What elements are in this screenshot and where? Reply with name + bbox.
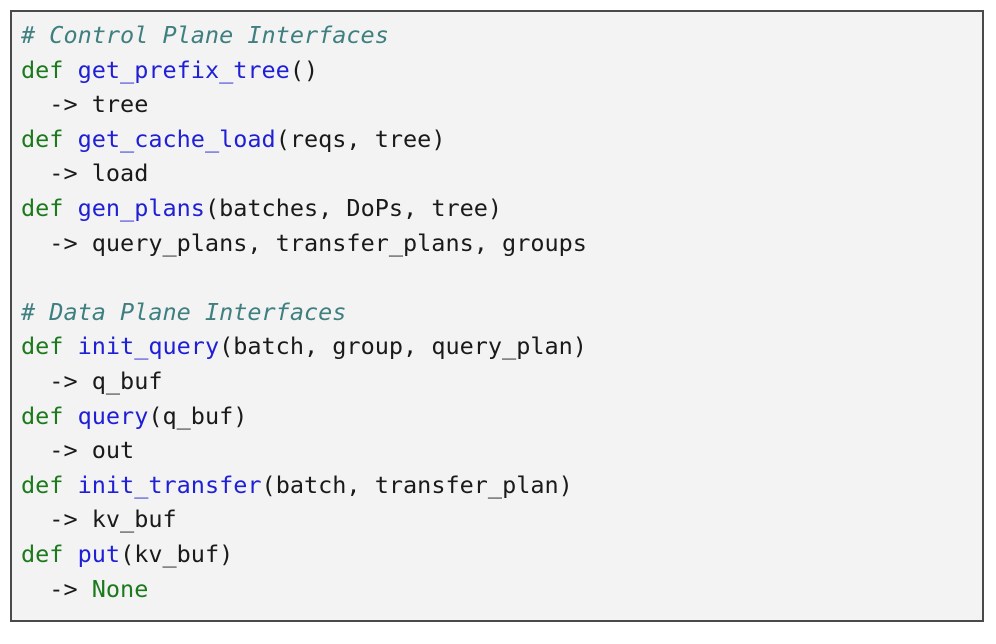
code-line-def: def query(q_buf): [21, 399, 587, 434]
function-args: (batches, DoPs, tree): [204, 193, 503, 222]
keyword-def: def: [21, 124, 64, 153]
keyword-def: def: [21, 193, 64, 222]
code-line-comment: # Control Plane Interfaces: [21, 18, 587, 53]
code-listing: # Control Plane Interfaces def get_prefi…: [10, 10, 984, 622]
code-line-return: -> tree: [21, 87, 587, 122]
function-args: (reqs, tree): [275, 124, 446, 153]
code-line-def: def get_cache_load(reqs, tree): [21, 122, 587, 157]
code-line-return: -> load: [21, 156, 587, 191]
code-line-return: -> q_buf: [21, 364, 587, 399]
return-arrow: ->: [21, 505, 78, 534]
return-value-none: None: [91, 574, 149, 603]
comment: # Control Plane Interfaces: [21, 21, 389, 49]
code-line-return: -> kv_buf: [21, 502, 587, 537]
function-args: (): [289, 55, 319, 84]
return-arrow: ->: [21, 436, 78, 465]
code-line-return: -> None: [21, 572, 587, 607]
keyword-def: def: [21, 539, 64, 568]
function-name: gen_plans: [77, 193, 205, 222]
code-line-def: def put(kv_buf): [21, 537, 587, 572]
code-line-return: -> out: [21, 433, 587, 468]
keyword-def: def: [21, 332, 64, 361]
code-line-blank: [21, 260, 587, 295]
return-arrow: ->: [21, 228, 78, 257]
code-line-def: def init_transfer(batch, transfer_plan): [21, 468, 587, 503]
comment: # Data Plane Interfaces: [21, 297, 347, 326]
return-value: query_plans, transfer_plans, groups: [91, 228, 587, 257]
return-value: kv_buf: [91, 505, 177, 534]
keyword-def: def: [21, 470, 64, 499]
function-name: init_transfer: [77, 470, 262, 499]
function-name: query: [77, 401, 149, 430]
function-name: init_query: [77, 332, 220, 361]
return-value: out: [91, 436, 135, 465]
keyword-def: def: [21, 401, 64, 430]
function-args: (kv_buf): [120, 539, 234, 568]
function-args: (batch, group, query_plan): [219, 332, 587, 361]
return-arrow: ->: [21, 366, 78, 395]
code-line-def: def gen_plans(batches, DoPs, tree): [21, 191, 587, 226]
function-name: put: [77, 539, 121, 568]
code-line-def: def init_query(batch, group, query_plan): [21, 329, 587, 364]
function-name: get_prefix_tree: [77, 55, 290, 84]
return-value: tree: [91, 90, 149, 119]
code-line-comment: # Data Plane Interfaces: [21, 295, 587, 330]
return-arrow: ->: [21, 159, 78, 188]
return-value: load: [91, 159, 149, 188]
return-value: q_buf: [91, 366, 163, 395]
code-line-def: def get_prefix_tree(): [21, 53, 587, 88]
keyword-def: def: [21, 55, 64, 84]
code-lines: # Control Plane Interfaces def get_prefi…: [21, 18, 587, 606]
return-arrow: ->: [21, 574, 78, 603]
function-args: (batch, transfer_plan): [261, 470, 573, 499]
function-name: get_cache_load: [77, 124, 276, 153]
function-args: (q_buf): [148, 401, 248, 430]
code-line-return: -> query_plans, transfer_plans, groups: [21, 226, 587, 261]
return-arrow: ->: [21, 90, 78, 119]
